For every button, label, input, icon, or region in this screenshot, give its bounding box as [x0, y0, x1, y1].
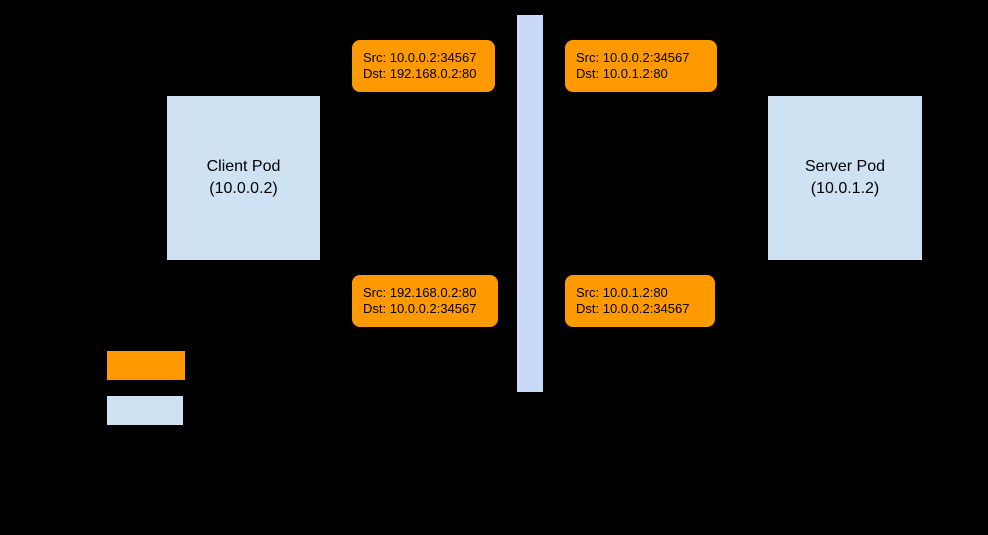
client-pod-box: Client Pod (10.0.0.2)	[167, 96, 320, 260]
packet-label-bottom-right: Src: 10.0.1.2:80 Dst: 10.0.0.2:34567	[565, 275, 715, 327]
packet-src: Src: 192.168.0.2:80	[363, 284, 477, 300]
legend-pod-swatch	[107, 396, 183, 425]
client-pod-ip: (10.0.0.2)	[209, 180, 278, 197]
packet-label-top-left: Src: 10.0.0.2:34567 Dst: 192.168.0.2:80	[352, 40, 495, 92]
server-pod-name: Server Pod	[804, 158, 886, 176]
packet-src: Src: 10.0.0.2:34567	[576, 49, 690, 65]
packet-src: Src: 10.0.0.2:34567	[363, 49, 477, 65]
node-boundary-bar	[517, 15, 543, 392]
packet-label-top-right: Src: 10.0.0.2:34567 Dst: 10.0.1.2:80	[565, 40, 717, 92]
server-pod-box: Server Pod (10.0.1.2)	[768, 96, 922, 260]
client-pod-name: Client Pod	[206, 158, 281, 176]
packet-dst: Dst: 10.0.1.2:80	[576, 66, 668, 81]
server-pod-ip: (10.0.1.2)	[810, 180, 880, 197]
packet-dst: Dst: 192.168.0.2:80	[363, 66, 477, 81]
legend-packet-swatch	[107, 351, 185, 380]
packet-dst: Dst: 10.0.0.2:34567	[363, 301, 477, 316]
packet-label-bottom-left: Src: 192.168.0.2:80 Dst: 10.0.0.2:34567	[352, 275, 498, 327]
packet-dst: Dst: 10.0.0.2:34567	[576, 301, 690, 316]
packet-src: Src: 10.0.1.2:80	[576, 284, 668, 300]
